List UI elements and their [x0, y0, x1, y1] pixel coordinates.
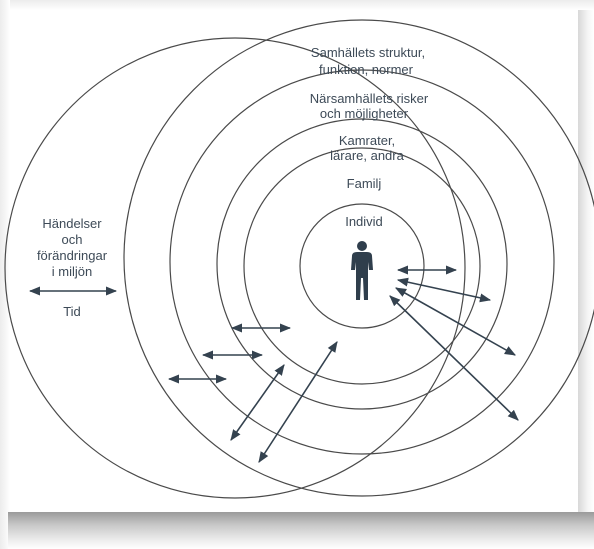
person-icon — [351, 241, 373, 300]
frame-shadow-top — [0, 0, 594, 10]
ring-family — [243, 147, 481, 385]
environment-label-1: Händelser — [42, 216, 102, 231]
double-arrow-icon — [395, 287, 516, 356]
ring-individual-label: Individ — [345, 214, 383, 229]
double-arrow-icon — [230, 364, 285, 441]
ring-peers-label-1: Kamrater, — [339, 133, 395, 148]
ring-community — [169, 69, 555, 455]
ring-community-label-1: Närsamhällets risker — [310, 91, 429, 106]
ring-family-label: Familj — [347, 176, 382, 191]
frame-shadow-right — [578, 10, 594, 540]
time-label: Tid — [63, 304, 81, 319]
double-arrow-icon — [389, 295, 519, 421]
environment-label-4: i miljön — [52, 264, 92, 279]
ring-society-label-1: Samhällets struktur, — [311, 45, 425, 60]
environment-circle — [4, 37, 466, 499]
ring-peers-label-2: lärare, andra — [330, 148, 404, 163]
double-arrow-icon — [258, 341, 338, 463]
frame-shadow-bottom — [8, 512, 594, 549]
ring-society — [123, 19, 594, 497]
ring-peers — [216, 118, 508, 410]
ring-community-label-2: och möjligheter — [320, 106, 409, 121]
environment-label-3: förändringar — [37, 248, 108, 263]
ring-society-label-2: funktion, normer — [319, 62, 414, 77]
environment-label-2: och — [62, 232, 83, 247]
